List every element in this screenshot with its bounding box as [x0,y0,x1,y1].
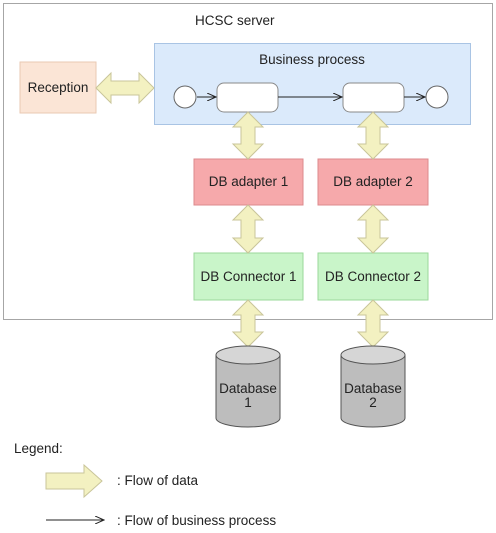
db-connector-2-label: DB Connector 2 [324,268,422,284]
db-connector-1-box [193,252,304,301]
db-connector-2-box [317,252,429,301]
database-2-label-line1: Database [344,381,402,396]
data-flow-arrow-adapter-connector-1 [231,204,265,254]
database-1-label-line2: 1 [244,395,252,410]
database-1-label-line1: Database [219,381,277,396]
data-flow-arrow-reception [95,71,155,105]
db-adapter-1-label: DB adapter 1 [208,174,289,189]
data-flow-arrow-process-adapter-1 [231,111,265,160]
legend-data-flow-label: : Flow of data [117,473,199,488]
process-step-1 [216,82,279,113]
hcsc-server-title: HCSC server [195,13,275,28]
database-2-label-line2: 2 [369,395,377,410]
db-connector-1-label: DB Connector 1 [200,268,297,284]
process-step-2 [342,82,405,113]
process-end-node [425,85,449,109]
db-adapter-1-box [193,158,304,206]
reception-box [19,61,97,114]
legend-data-flow-arrow [45,463,103,499]
business-process-box [154,43,471,125]
reception-label: Reception [27,79,89,95]
process-start-node [173,85,197,109]
legend-title: Legend: [14,441,63,456]
database-1-cylinder [215,345,281,428]
database-2-cylinder [340,345,406,428]
data-flow-arrow-process-adapter-2 [356,111,390,160]
legend-process-flow-label: : Flow of business process [117,513,277,528]
db-adapter-2-label: DB adapter 2 [333,174,413,189]
business-process-title: Business process [259,52,365,67]
data-flow-arrow-adapter-connector-2 [356,204,390,254]
